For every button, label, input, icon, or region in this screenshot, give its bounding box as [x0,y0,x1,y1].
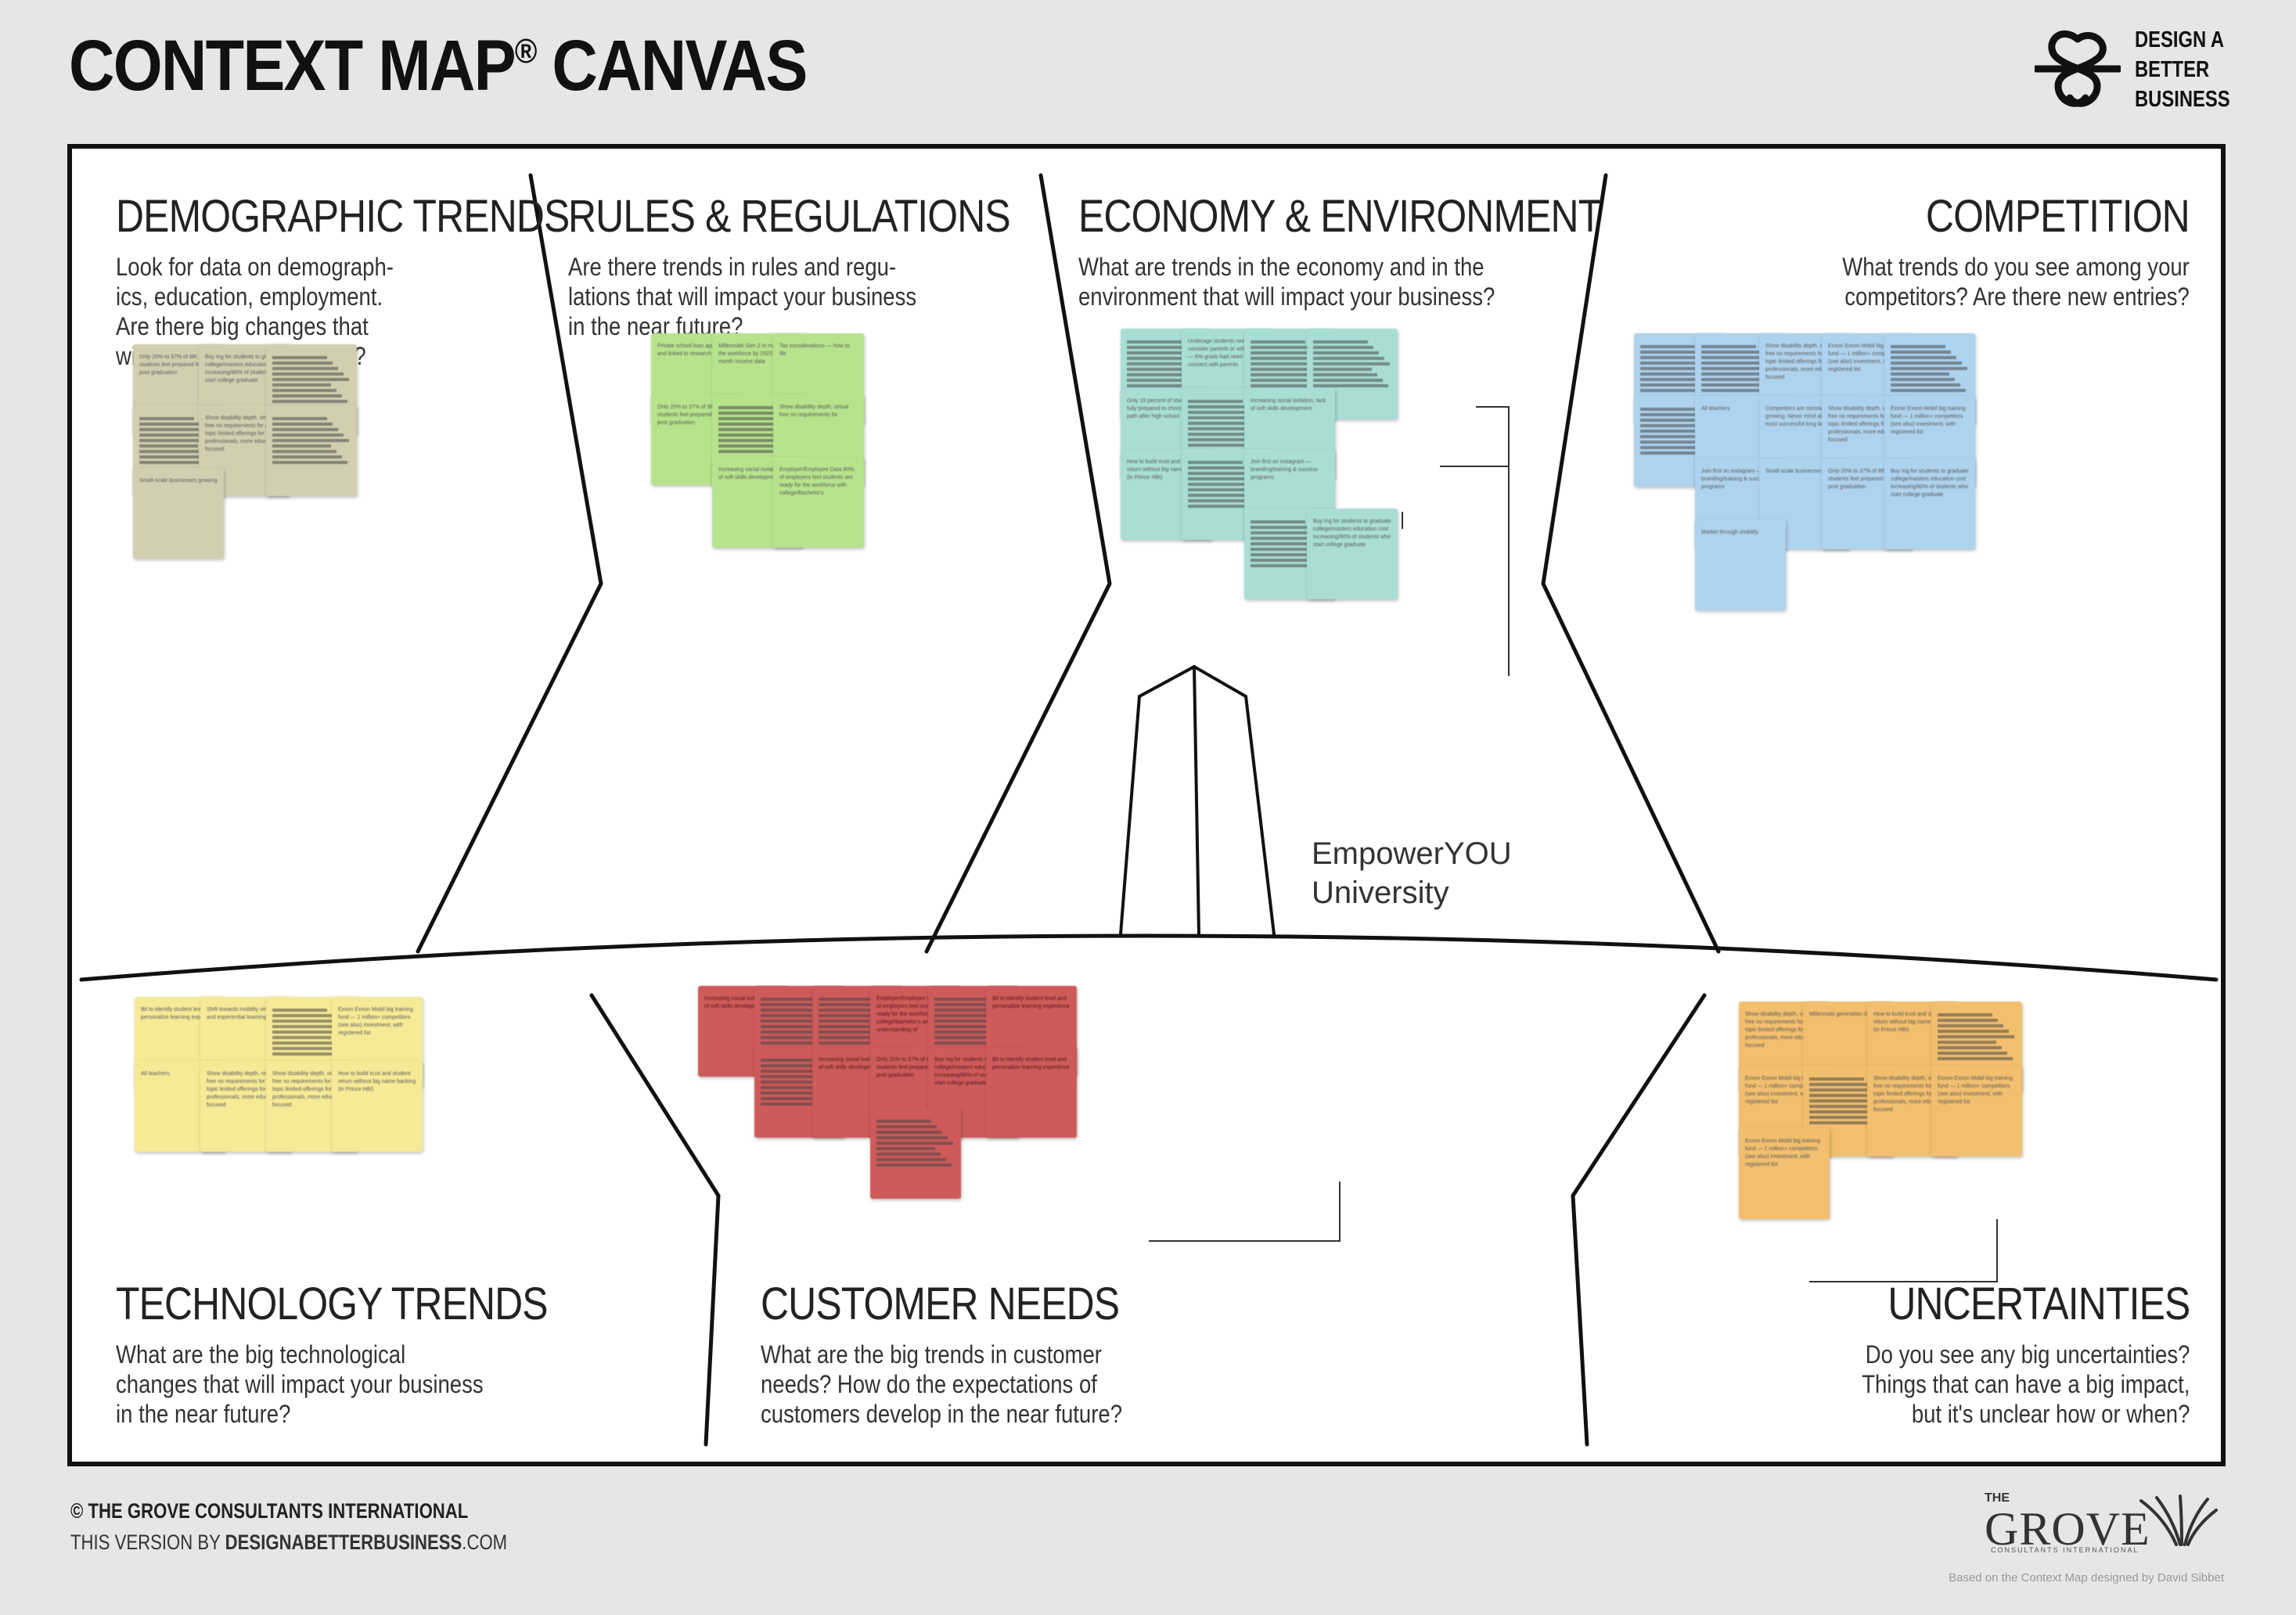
grove-small-text: THE [1985,1491,2010,1505]
design-a-better-business-logo: DESIGN A BETTER BUSINESS [2035,22,2230,116]
grove-subtitle: CONSULTANTS INTERNATIONAL [1991,1546,2139,1554]
sticky-note[interactable]: Buy Ing for students to graduate college… [1884,459,1975,549]
section-economy: ECONOMY & ENVIRONMENT What are trends in… [1078,194,1686,311]
brand-name: DESIGN A BETTER BUSINESS [2135,27,2230,112]
section-title: TECHNOLOGY TRENDS [116,1279,549,1329]
handwriting-lines [876,1120,955,1167]
economy-connector [1476,406,1510,676]
handwriting-lines [1251,340,1329,387]
section-title: CUSTOMER NEEDS [761,1279,1120,1329]
sticky-note[interactable] [266,405,357,496]
section-technology: TECHNOLOGY TRENDS What are the big techn… [116,1282,618,1429]
version-site: DESIGNABETTERBUSINESS [225,1530,462,1554]
infinity-logo-icon [2035,30,2121,107]
section-description: Do you see any big uncertainties? Things… [1861,1340,2190,1428]
handwriting-lines [139,417,218,464]
title-text: CONTEXT MAP [69,26,516,106]
section-description: Are there trends in rules and regu- lati… [568,253,917,340]
handwriting-lines [1640,345,1718,392]
sticky-note[interactable]: Exxon Exxon Mobil big training fund — 1 … [1739,1128,1830,1219]
section-customer: CUSTOMER NEEDS What are the big trends i… [761,1282,1181,1429]
handwriting-lines [761,998,839,1045]
divider-demographic-rules [416,173,603,954]
handwriting-lines [1127,340,1205,387]
sticky-note[interactable]: Exxon Exxon Mobil big training fund — 1 … [1931,1066,2022,1156]
canvas-board: DEMOGRAPHIC TRENDS Look for data on demo… [67,144,2226,1466]
sticky-note[interactable]: Employer/Employee Data 80% of employers … [773,457,864,548]
sticky-note[interactable]: Buy Ing for students to graduate college… [1307,509,1398,599]
version-suffix: .COM [462,1530,508,1554]
handwriting-lines [761,1059,839,1106]
section-description: What trends do you see among your compet… [1842,253,2190,311]
grove-logo-text: GROVE [1985,1503,2150,1555]
handwriting-lines [1251,520,1329,567]
handwriting-lines [1701,345,1780,392]
registered-mark: ® [514,32,538,70]
handwriting-lines [1640,408,1718,455]
divider-rules-economy [924,173,1112,954]
handwriting-lines [272,1009,351,1056]
handwriting-lines [934,998,1013,1045]
handwriting-lines [1938,1013,2016,1060]
handwriting-lines [1891,345,1969,392]
divider-top-bottom [79,933,2219,982]
section-description: What are trends in the economy and in th… [1078,253,1495,311]
section-rules: RULES & REGULATIONS Are there trends in … [568,194,1082,341]
section-uncertainties: UNCERTAINTIES Do you see any big uncerta… [1808,1282,2190,1429]
handwriting-lines [1188,461,1266,508]
canvas-dividers [79,173,2219,1447]
sticky-note[interactable]: Small-scale businesses growing [133,468,224,559]
section-title: COMPETITION [1926,191,2190,242]
handwriting-lines [1809,1077,1888,1124]
section-title: RULES & REGULATIONS [568,191,1011,242]
sticky-note[interactable]: Market through visibility [1695,520,1786,610]
section-description: What are the big trends in customer need… [761,1340,1122,1428]
handwriting-lines [272,417,351,464]
divider-customer-uncertainties [1571,993,1707,1447]
section-title: DEMOGRAPHIC TRENDS [116,191,570,242]
handwriting-lines [1188,400,1266,447]
handwriting-lines [272,356,351,403]
page-title: CONTEXT MAP® CANVAS [69,30,808,102]
grove-leaf-icon [2139,1495,2218,1546]
divider-technology-customer [589,993,721,1447]
version-prefix: THIS VERSION BY [70,1530,225,1554]
design-credit: Based on the Context Map designed by Dav… [1949,1571,2224,1584]
handwriting-lines [718,406,797,453]
section-title: UNCERTAINTIES [1887,1279,2190,1329]
uncertainties-connector-2 [1809,1219,1998,1282]
sticky-note[interactable] [870,1108,961,1199]
sticky-note[interactable]: Bit to identify student level and person… [986,1047,1077,1138]
footer-version: THIS VERSION BY DESIGNABETTERBUSINESS.CO… [70,1530,507,1555]
handwriting-lines [819,998,897,1045]
handwriting-lines [1313,340,1391,387]
center-tower-pole [1193,665,1200,936]
divider-economy-competition [1541,173,1721,954]
center-label: EmpowerYOU University [1312,836,1512,910]
section-title: ECONOMY & ENVIRONMENT [1078,191,1602,242]
customer-connector [1149,1182,1341,1242]
section-description: What are the big technological changes t… [116,1340,484,1428]
section-competition: COMPETITION What trends do you see among… [1786,194,2190,311]
title-suffix: CANVAS [552,26,808,106]
footer-copyright: © THE GROVE CONSULTANTS INTERNATIONAL [70,1499,469,1523]
sticky-note[interactable]: How to build trust and student return wi… [332,1061,423,1152]
